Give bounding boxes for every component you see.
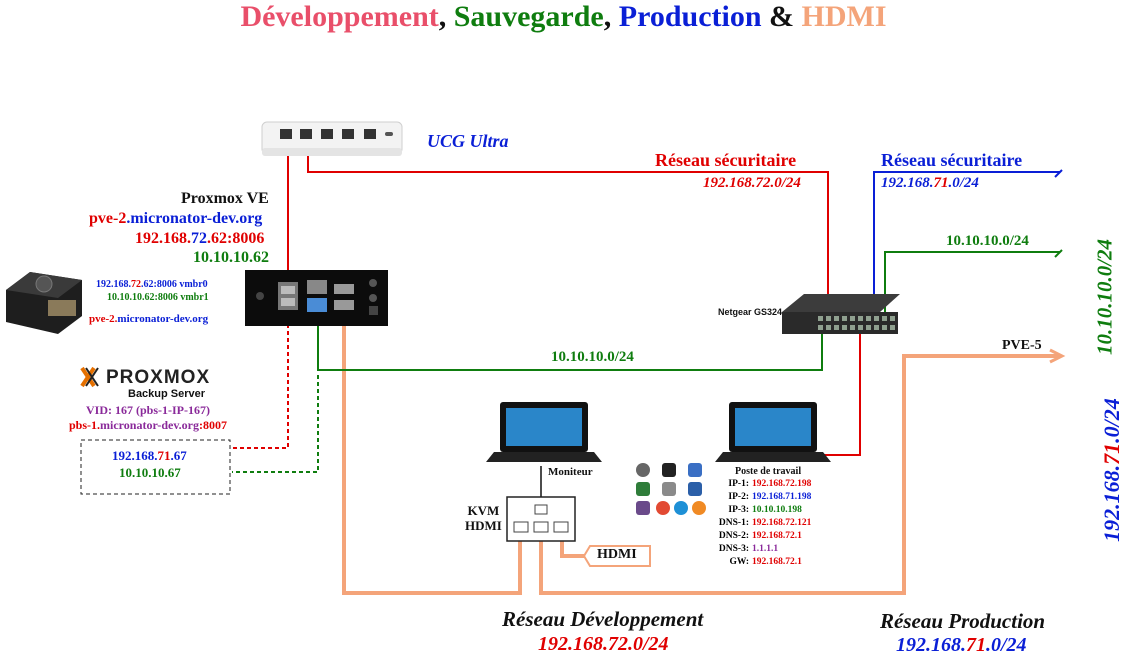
title-hdmi: HDMI: [801, 0, 887, 33]
hdmi-tag-label: HDMI: [597, 547, 637, 562]
ws-value: 1.1.1.1: [752, 544, 779, 554]
ws-key: GW:: [729, 557, 749, 567]
disc-icon: [636, 463, 650, 477]
ip-part: .67: [170, 448, 187, 463]
secure-network-blue-label: Réseau sécuritaire: [881, 150, 1023, 170]
cidr-part: .0/24: [1099, 398, 1124, 443]
ws-key: IP-1:: [728, 479, 749, 489]
secure-network-red-label: Réseau sécuritaire: [655, 150, 797, 170]
vmbr0-part: .62:8006 vmbr0: [141, 279, 208, 290]
7zip-icon: [662, 463, 676, 477]
vertical-green-text: 10.10.10.0/24: [1092, 238, 1117, 356]
pbs-hostname: pbs-1.micronator-dev.org:8007: [69, 418, 227, 433]
page-title: Développement, Sauvegarde, Production & …: [0, 0, 1127, 34]
host-mid: micronator-dev.org: [100, 418, 199, 432]
putty-icon: [662, 482, 676, 496]
ws-value: 192.168.72.198: [752, 479, 812, 489]
prod-network-cidr: 192.168.71.0/24: [896, 634, 1027, 657]
pbs-vid: VID: 167 (pbs-1-IP-167): [86, 403, 210, 417]
title-production: Production: [618, 0, 762, 33]
vmbr0-part: 72: [131, 279, 141, 290]
prod-network-label: Réseau Production: [880, 609, 1046, 633]
proxmox-ve-hostname: pve-2.micronator-dev.org: [89, 210, 262, 228]
ip-part: 62: [211, 230, 227, 247]
skype-icon: [674, 501, 688, 515]
ip-part: 71: [157, 448, 171, 463]
vmbr1-label: 10.10.10.62:8006 vmbr1: [107, 292, 209, 303]
pve5-label: PVE-5: [1002, 338, 1042, 353]
vmbr0-label: 192.168.72.62:8006 vmbr0: [96, 279, 208, 290]
network-tool-icon: [636, 482, 650, 496]
ws-value: 192.168.72.1: [752, 531, 802, 541]
pbs-subtitle: Backup Server: [128, 388, 206, 400]
ip-part: 192.168.: [135, 230, 191, 247]
pbs-ip-green: 10.10.10.67: [119, 465, 181, 480]
ip-part: :8006: [227, 230, 265, 247]
vmbr0-part: 192.168.: [96, 279, 131, 290]
cidr-part: 192.168.: [896, 634, 966, 656]
green-network-right-cidr: 10.10.10.0/24: [946, 233, 1029, 249]
ip-part: .: [207, 230, 211, 247]
host-prefix: pbs-1.: [69, 418, 101, 432]
vertical-blue-text: 192.168.71.0/24: [1099, 398, 1125, 542]
ws-key: IP-3:: [728, 505, 749, 515]
panel-hostname: pve-2.micronator-dev.org: [89, 313, 208, 325]
ip-part: 192.168.: [112, 448, 158, 463]
ws-key: DNS-1:: [718, 518, 749, 528]
remote-desktop-icon: [688, 463, 702, 477]
switch-label: Netgear GS324: [718, 307, 783, 317]
ws-key: IP-2:: [728, 492, 749, 502]
ws-key: DNS-2:: [718, 531, 749, 541]
kvm-line1: KVM: [467, 503, 500, 518]
dev-network-label: Réseau Développement: [502, 607, 704, 631]
pbs-logo: PROXMOX: [106, 367, 211, 388]
cidr-part: 192.168.: [1099, 464, 1124, 542]
tor-icon: [636, 501, 650, 515]
ws-key: DNS-3:: [718, 544, 749, 554]
cidr-part: .0/24: [948, 175, 979, 191]
cidr-part: .0/24: [986, 634, 1027, 656]
vertical-blue-cidr: 192.168.71.0/24: [1075, 380, 1127, 560]
title-separator: ,: [603, 0, 619, 33]
host-suffix: .micronator-dev.org: [126, 210, 263, 227]
dev-network-cidr: 192.168.72.0/24: [538, 633, 669, 655]
cidr-part: 71: [933, 175, 949, 191]
ws-value: 192.168.72.1: [752, 557, 802, 567]
ws-value: 10.10.10.198: [752, 505, 802, 515]
proxmox-ve-ip-green: 10.10.10.62: [193, 249, 269, 266]
host-prefix: pve-2.: [89, 313, 118, 325]
firefox-icon: [692, 501, 706, 515]
proxmox-ve-heading: Proxmox VE: [181, 190, 269, 207]
secure-network-blue-cidr: 192.168.71.0/24: [881, 175, 979, 192]
pbs-ip: 192.168.71.67: [112, 448, 187, 464]
cidr-part: 192.168.: [881, 175, 934, 191]
host-suffix: micronator-dev.org: [117, 313, 209, 325]
ucg-ultra-label: UCG Ultra: [427, 131, 509, 151]
host-port: :8007: [199, 418, 227, 432]
cidr-part: 71: [1099, 442, 1124, 465]
title-separator: ,: [438, 0, 454, 33]
secure-network-red-cidr: 192.168.72.0/24: [703, 175, 801, 191]
virtualbox-icon: [688, 482, 702, 496]
monitor-label: Moniteur: [548, 466, 593, 478]
ip-part: 72: [191, 230, 207, 247]
workstation-title: Poste de travail: [735, 466, 802, 477]
title-backup: Sauvegarde: [453, 0, 604, 33]
vertical-green-cidr: 10.10.10.0/24: [1075, 222, 1127, 372]
ws-value: 192.168.71.198: [752, 492, 812, 502]
kvm-line2: HDMI: [465, 518, 502, 533]
ws-value: 192.168.72.121: [752, 518, 812, 528]
host-prefix: pve-2: [89, 210, 127, 227]
title-separator: &: [761, 0, 802, 33]
cidr-part: 71: [966, 634, 986, 656]
chrome-icon: [656, 501, 670, 515]
title-development: Développement: [240, 0, 439, 33]
kvm-label: KVM HDMI: [465, 503, 502, 533]
proxmox-ve-ip: 192.168.72.62:8006: [135, 230, 264, 248]
green-network-mid-cidr: 10.10.10.0/24: [551, 349, 634, 365]
